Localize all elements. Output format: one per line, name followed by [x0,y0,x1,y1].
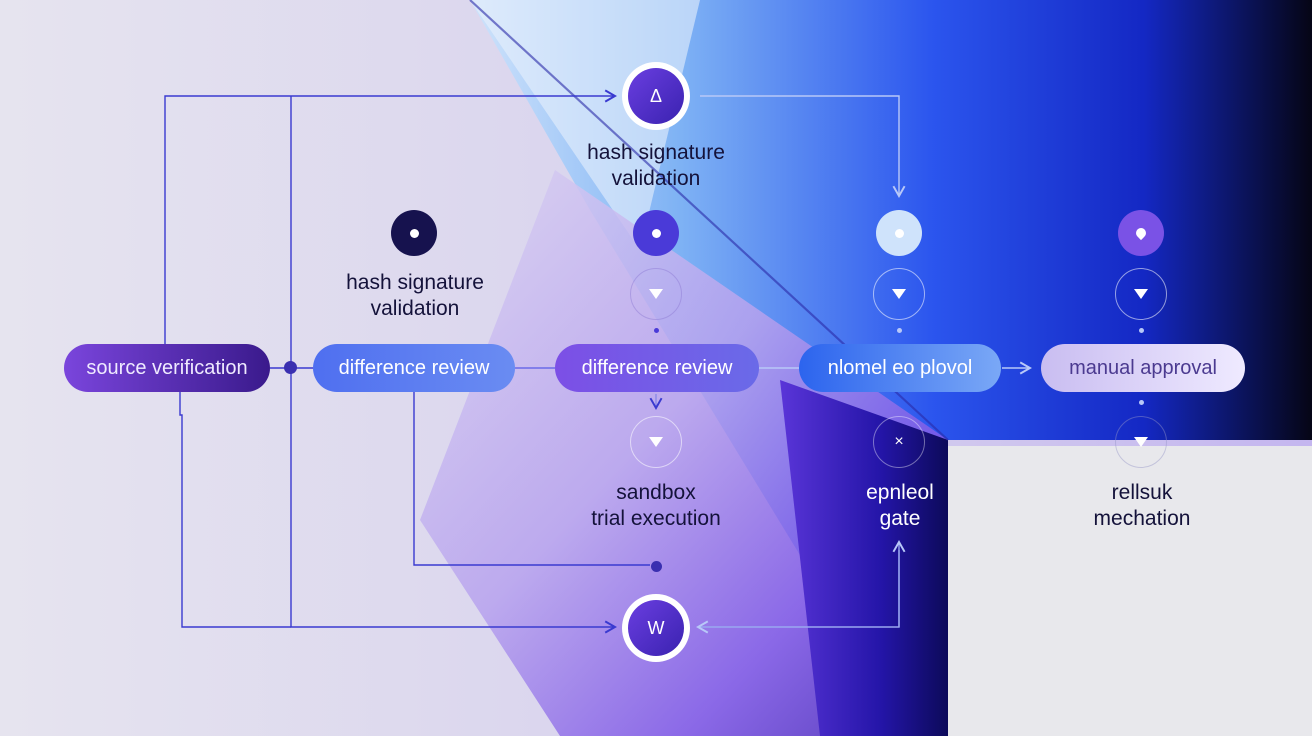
stage-difference-review-2[interactable]: difference review [555,344,759,392]
w-icon: W [647,617,665,638]
stage-nlomel-eo-plovol[interactable]: nlomel eo plovol [799,344,1001,392]
junction-dot [284,361,297,374]
hash-validation-label: hash signature validation [587,141,725,190]
close-icon[interactable]: × [873,416,925,468]
sandbox-label: sandbox trial execution [591,481,721,530]
delta-icon: Δ [649,85,663,106]
dot-icon[interactable] [633,210,679,256]
chevron-down-icon[interactable] [873,268,925,320]
chevron-down-icon[interactable] [1115,416,1167,468]
stage-source-verification[interactable]: source verification [64,344,270,392]
dot-icon[interactable] [1118,210,1164,256]
rollback-label: rellsuk mechation [1093,481,1191,530]
chevron-down-icon[interactable] [630,416,682,468]
dot-icon [1139,400,1144,405]
dot-icon[interactable] [876,210,922,256]
chevron-down-icon[interactable] [1115,268,1167,320]
hash-validation-left-label: hash signature validation [346,271,484,320]
dot-icon [1139,328,1144,333]
stage-manual-approval[interactable]: manual approval [1041,344,1245,392]
gate-label: epnleol gate [866,481,934,530]
chevron-down-icon[interactable] [630,268,682,320]
dot-icon [897,328,902,333]
stage-difference-review-1[interactable]: difference review [313,344,515,392]
w-node[interactable]: W [622,594,690,662]
dot-icon [654,328,659,333]
hash-validation-node[interactable]: Δ [622,62,690,130]
dot-icon [651,561,662,572]
dot-icon[interactable] [391,210,437,256]
